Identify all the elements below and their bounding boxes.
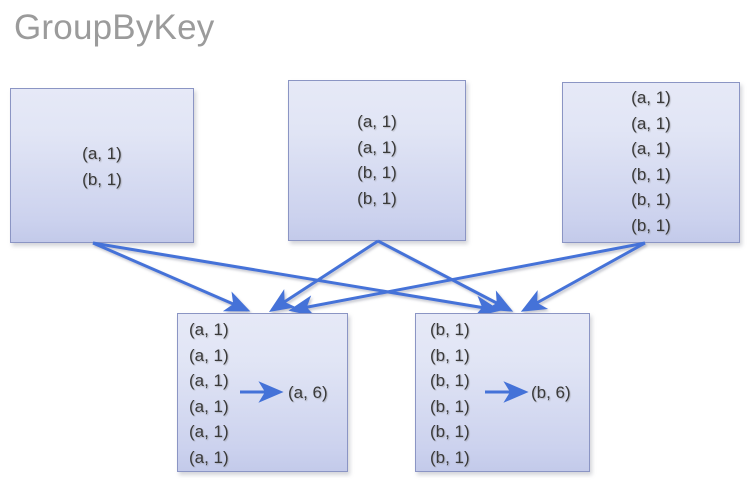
kv-row: (a, 1) xyxy=(631,113,671,133)
kv-row: (a, 1) xyxy=(189,320,229,339)
kv-row: (a, 1) xyxy=(631,88,671,107)
kv-row: (b, 1) xyxy=(430,320,470,339)
kv-row: (a, 1) xyxy=(189,447,229,467)
kv-row: (b, 1) xyxy=(430,371,470,390)
kv-row: (b, 1) xyxy=(82,169,122,189)
input-box-3-rows: (a, 1) (a, 1) (a, 1) (b, 1) (b, 1) (b, 1… xyxy=(562,85,740,238)
page-title: GroupByKey xyxy=(14,8,215,47)
input-box-1 xyxy=(10,88,194,243)
kv-row: (a, 1) xyxy=(189,345,229,365)
kv-row: (a, 1) xyxy=(82,144,122,163)
kv-row: (a, 1) xyxy=(631,139,671,158)
kv-row: (b, 1) xyxy=(631,164,671,184)
output-b-result: (b, 6) xyxy=(531,383,571,402)
kv-row: (b, 1) xyxy=(357,163,397,182)
kv-row: (b, 1) xyxy=(430,422,470,441)
input-box-2-rows: (a, 1) (a, 1) (b, 1) (b, 1) xyxy=(288,109,466,211)
kv-row: (a, 1) xyxy=(357,112,397,131)
edge-input1-to-outputb xyxy=(92,241,501,318)
edge-input2-to-outputb xyxy=(377,239,514,312)
kv-row: (b, 1) xyxy=(357,188,397,208)
reduce-arrow-a xyxy=(240,381,284,403)
output-a-result: (a, 6) xyxy=(288,383,328,402)
input-box-1-rows: (a, 1) (b, 1) xyxy=(10,141,194,192)
input-box-3 xyxy=(562,82,740,243)
kv-row: (b, 1) xyxy=(631,215,671,235)
kv-row: (b, 1) xyxy=(430,447,470,467)
kv-row: (b, 1) xyxy=(430,345,470,365)
kv-row: (a, 1) xyxy=(189,396,229,416)
kv-row: (b, 1) xyxy=(631,190,671,209)
kv-row: (a, 1) xyxy=(357,137,397,157)
input-box-2 xyxy=(288,80,466,241)
kv-row: (a, 1) xyxy=(189,371,229,390)
output-box-b-rows: (b, 1) (b, 1) (b, 1) (b, 1) (b, 1) (b, 1… xyxy=(430,317,470,470)
edge-input3-to-outputb xyxy=(520,241,646,312)
reduce-arrow-b xyxy=(485,381,529,403)
edge-input1-to-outputa xyxy=(92,241,251,312)
kv-row: (a, 1) xyxy=(189,422,229,441)
output-box-a-rows: (a, 1) (a, 1) (a, 1) (a, 1) (a, 1) (a, 1… xyxy=(189,317,229,470)
edge-input3-to-outputa xyxy=(288,241,646,317)
kv-row: (b, 1) xyxy=(430,396,470,416)
